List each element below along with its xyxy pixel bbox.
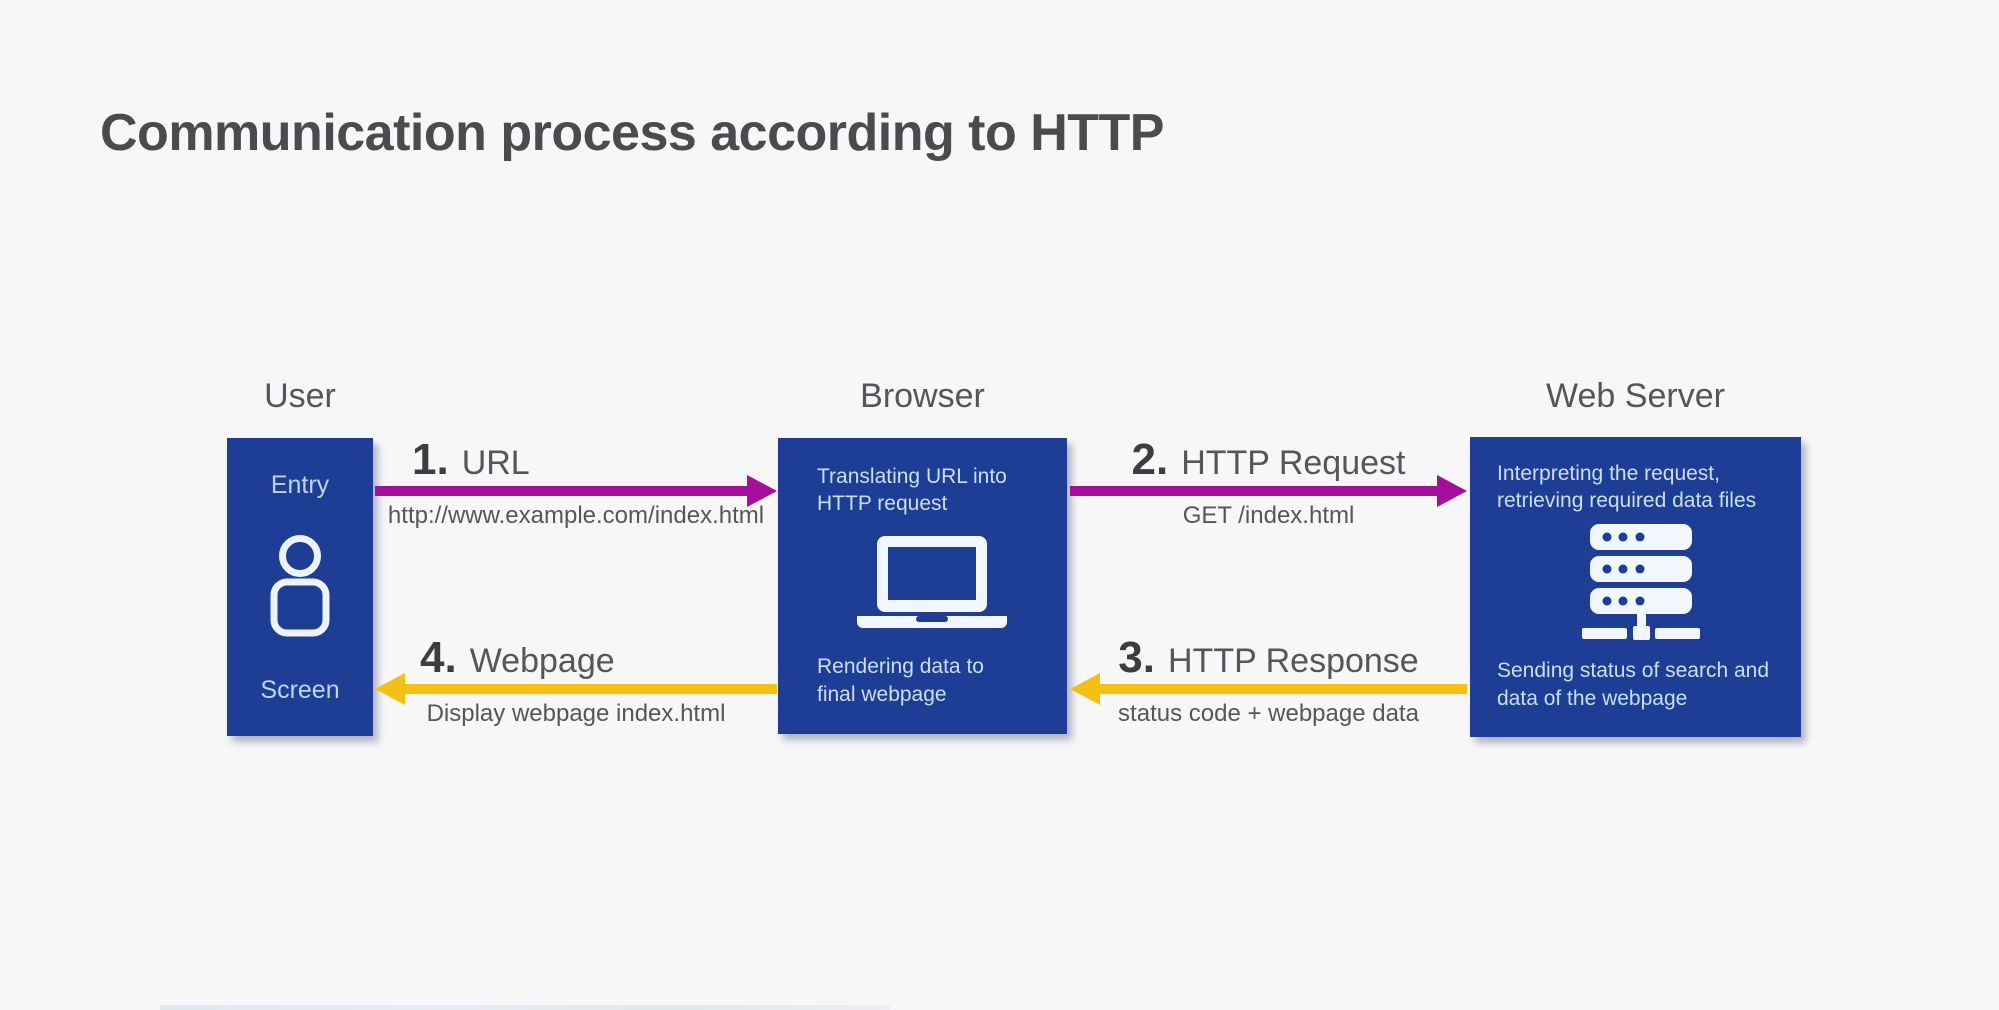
cutoff-text-artifact	[160, 1005, 890, 1010]
web-server-node: Interpreting the request, retrieving req…	[1470, 437, 1801, 737]
laptop-icon	[857, 535, 1007, 636]
arrow-webpage: 4. Webpage Display webpage index.html	[375, 628, 777, 744]
arrow-webpage-sublabel: Display webpage index.html	[426, 700, 726, 727]
request-arrow-line	[375, 486, 751, 496]
browser-top-text: Translating URL into HTTP request	[817, 465, 1007, 516]
user-screen-label: Screen	[260, 675, 340, 704]
left-arrowhead-icon	[375, 673, 405, 705]
arrow-http-request-label: 2. HTTP Request	[1070, 438, 1467, 482]
arrow-url-sublabel: http://www.example.com/index.html	[387, 502, 765, 529]
step-label: HTTP Request	[1181, 444, 1406, 482]
arrow-url-label: 1. URL	[375, 438, 777, 482]
browser-column-title: Browser	[860, 377, 985, 415]
arrow-url: 1. URL http://www.example.com/index.html	[375, 430, 777, 546]
user-entry-label: Entry	[270, 471, 330, 499]
browser-bottom-text: Rendering data to final webpage	[817, 655, 984, 706]
step-label: URL	[461, 444, 530, 482]
arrow-http-response-sublabel: status code + webpage data	[1118, 700, 1419, 727]
step-label: HTTP Response	[1168, 642, 1419, 680]
server-top-text: Interpreting the request, retrieving req…	[1497, 462, 1757, 513]
right-arrowhead-icon	[1437, 475, 1467, 507]
arrow-http-request-sublabel: GET /index.html	[1182, 502, 1355, 529]
step-label: Webpage	[469, 642, 615, 680]
arrow-http-response-label: 3. HTTP Response	[1070, 636, 1467, 680]
person-icon	[267, 534, 333, 642]
step-number: 1.	[412, 435, 449, 484]
right-arrowhead-icon	[747, 475, 777, 507]
arrow-http-response: 3. HTTP Response status code + webpage d…	[1070, 628, 1467, 744]
server-column-title: Web Server	[1546, 377, 1725, 415]
request-arrow-line	[1070, 486, 1441, 496]
step-number: 2.	[1131, 435, 1169, 484]
page-title: Communication process according to HTTP	[100, 104, 1164, 162]
arrow-webpage-label: 4. Webpage	[375, 636, 777, 680]
user-node: Entry Screen	[227, 438, 373, 736]
step-number: 3.	[1118, 633, 1155, 682]
user-column-title: User	[264, 377, 336, 415]
server-rack-icon	[1582, 523, 1700, 649]
left-arrowhead-icon	[1070, 673, 1100, 705]
response-arrow-line	[401, 684, 777, 694]
browser-node: Translating URL into HTTP request Render…	[778, 438, 1067, 734]
server-bottom-text: Sending status of search and data of the…	[1497, 659, 1770, 710]
step-number: 4.	[420, 633, 457, 682]
arrow-http-request: 2. HTTP Request GET /index.html	[1070, 430, 1467, 546]
response-arrow-line	[1096, 684, 1467, 694]
